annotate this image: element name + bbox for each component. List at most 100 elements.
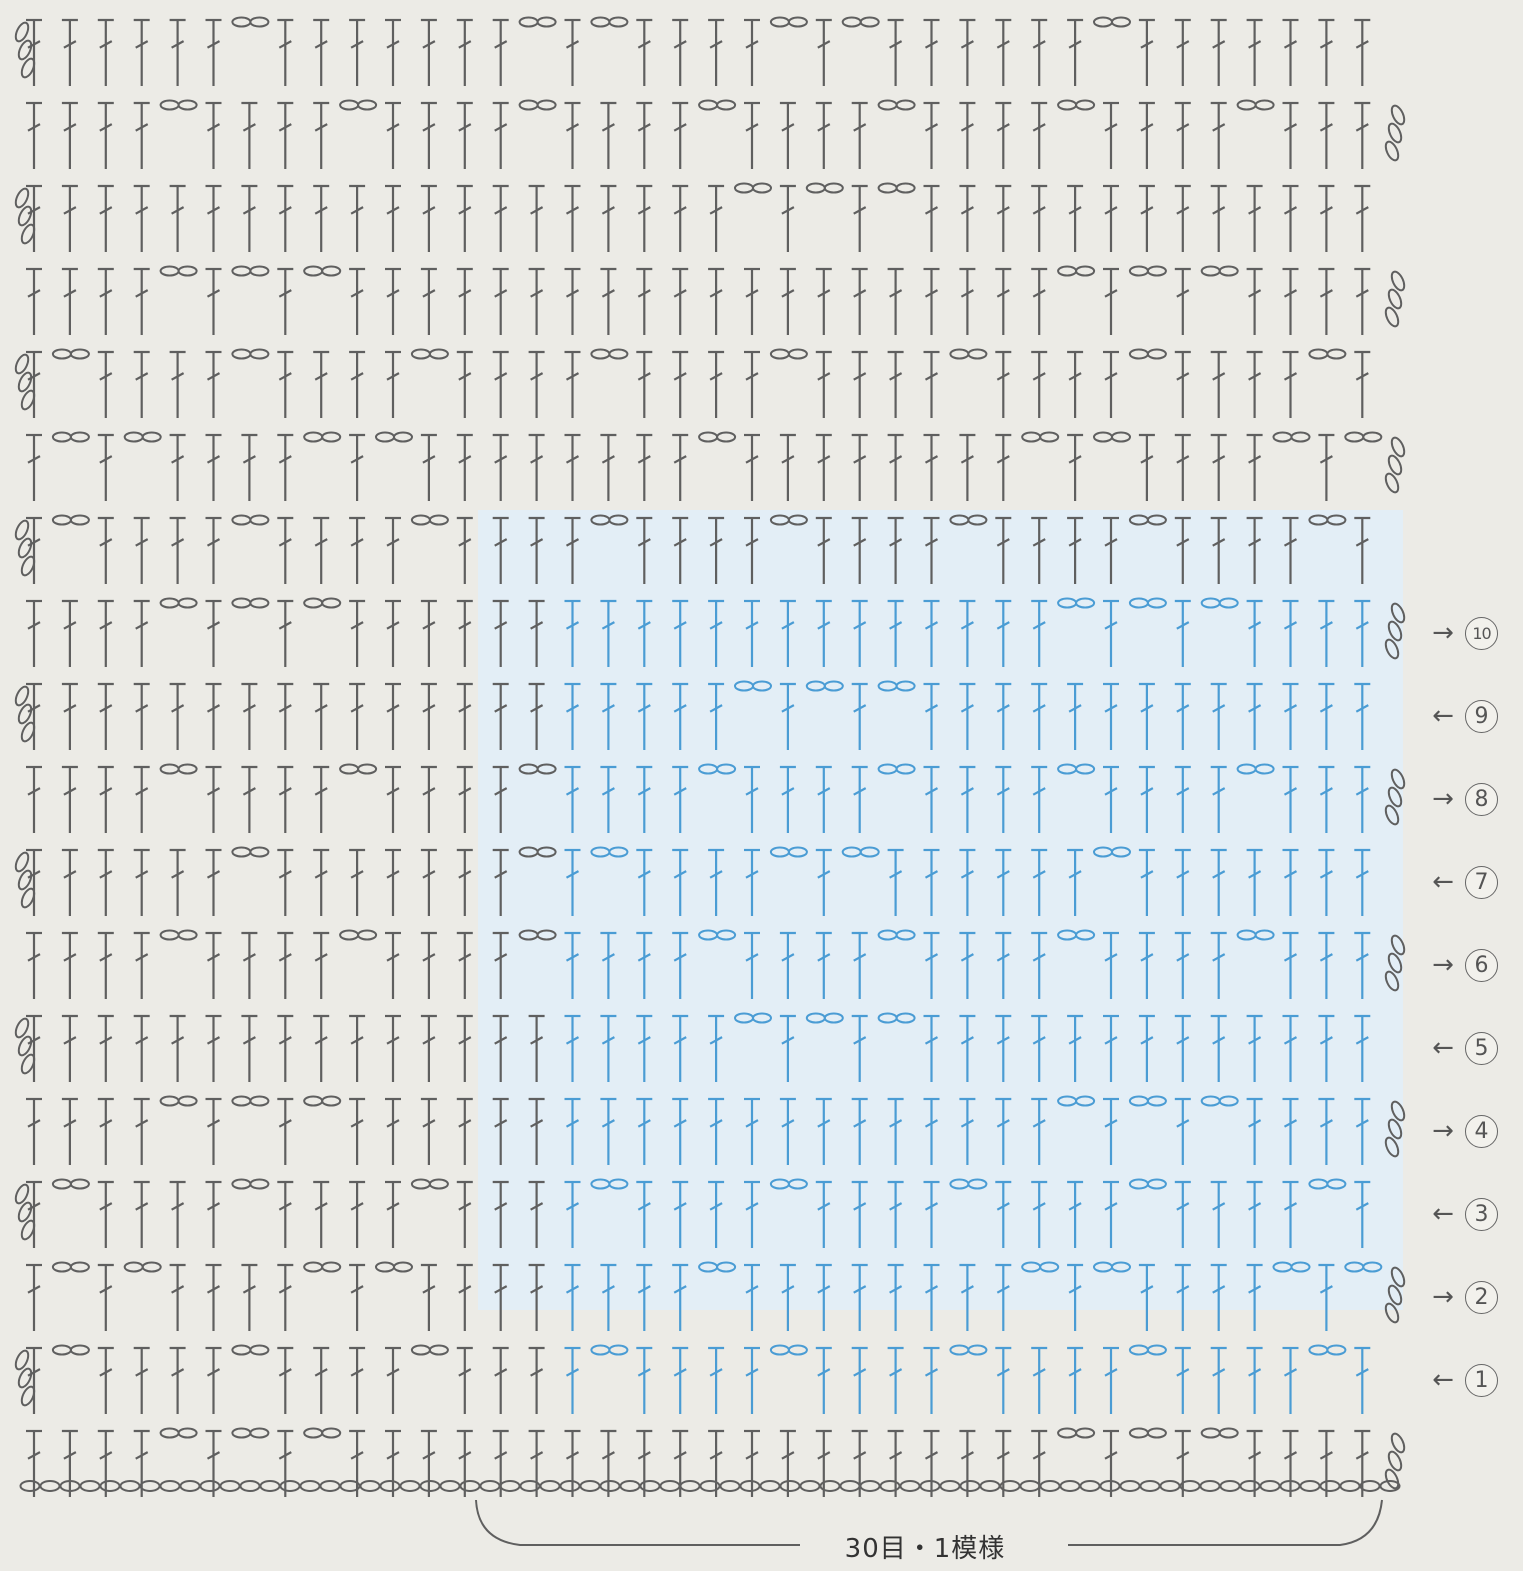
treble-stitch xyxy=(708,20,724,86)
treble-stitch xyxy=(995,352,1011,418)
treble-stitch xyxy=(134,1099,150,1165)
treble-stitch xyxy=(995,1431,1011,1497)
foundation-chain-link xyxy=(81,1481,100,1491)
treble-stitch xyxy=(62,1016,78,1082)
treble-stitch xyxy=(1354,352,1370,418)
foundation-chain-link xyxy=(181,1481,200,1491)
chain-space xyxy=(304,1429,340,1438)
treble-stitch xyxy=(98,435,114,501)
treble-stitch xyxy=(1354,186,1370,252)
treble-stitch xyxy=(924,1348,940,1414)
treble-stitch xyxy=(277,850,293,916)
treble-stitch xyxy=(134,186,150,252)
foundation-chain-link xyxy=(281,1481,300,1491)
bracket-right xyxy=(1068,1500,1382,1545)
treble-stitch xyxy=(529,1348,545,1414)
foundation-chain-link xyxy=(241,1481,260,1491)
treble-stitch xyxy=(313,352,329,418)
chain-space xyxy=(340,101,376,110)
foundation-chain-link xyxy=(161,1481,180,1491)
treble-stitch xyxy=(26,269,42,335)
treble-stitch xyxy=(170,1265,186,1331)
treble-stitch xyxy=(636,186,652,252)
treble-stitch xyxy=(780,269,796,335)
foundation-chain-link xyxy=(581,1481,600,1491)
treble-stitch xyxy=(206,684,222,750)
treble-stitch xyxy=(672,1348,688,1414)
foundation-chain-link xyxy=(1321,1481,1340,1491)
treble-stitch xyxy=(529,186,545,252)
treble-stitch xyxy=(1211,1348,1227,1414)
treble-stitch xyxy=(780,1431,796,1497)
foundation-chain-link xyxy=(121,1481,140,1491)
chain-space xyxy=(520,101,556,110)
treble-stitch xyxy=(206,850,222,916)
foundation-chain xyxy=(21,1481,1400,1491)
treble-stitch xyxy=(134,1182,150,1248)
treble-stitch xyxy=(313,518,329,584)
treble-stitch xyxy=(206,767,222,833)
foundation-chain-link xyxy=(1041,1481,1060,1491)
treble-stitch xyxy=(170,518,186,584)
treble-stitch xyxy=(62,767,78,833)
treble-stitch xyxy=(62,269,78,335)
treble-stitch xyxy=(529,435,545,501)
chain-space xyxy=(304,1263,340,1272)
treble-stitch xyxy=(206,1348,222,1414)
treble-stitch xyxy=(1211,435,1227,501)
foundation-chain-link xyxy=(1021,1481,1040,1491)
treble-stitch xyxy=(1283,1348,1299,1414)
treble-stitch xyxy=(98,1016,114,1082)
treble-stitch xyxy=(349,850,365,916)
foundation-chain-link xyxy=(381,1481,400,1491)
row-label-3: ←3 xyxy=(1425,1194,1521,1234)
treble-stitch xyxy=(1247,20,1263,86)
treble-stitch xyxy=(349,684,365,750)
treble-stitch xyxy=(134,352,150,418)
chain-space xyxy=(412,516,448,525)
treble-stitch xyxy=(816,1348,832,1414)
foundation-chain-link xyxy=(1261,1481,1280,1491)
treble-stitch xyxy=(134,933,150,999)
treble-stitch xyxy=(206,352,222,418)
chain-space xyxy=(591,1346,627,1355)
treble-stitch xyxy=(995,103,1011,169)
treble-stitch xyxy=(349,352,365,418)
treble-stitch xyxy=(1318,269,1334,335)
treble-stitch xyxy=(457,1348,473,1414)
treble-stitch xyxy=(1211,20,1227,86)
treble-stitch xyxy=(636,20,652,86)
treble-stitch xyxy=(744,1431,760,1497)
treble-stitch xyxy=(134,269,150,335)
treble-stitch xyxy=(385,850,401,916)
treble-stitch xyxy=(170,1348,186,1414)
treble-stitch xyxy=(206,1182,222,1248)
treble-stitch xyxy=(1139,435,1155,501)
treble-stitch xyxy=(26,933,42,999)
treble-stitch xyxy=(672,352,688,418)
foundation-chain-link xyxy=(941,1481,960,1491)
row-label-7: ←7 xyxy=(1425,862,1521,902)
treble-stitch xyxy=(1247,269,1263,335)
treble-stitch xyxy=(134,103,150,169)
treble-stitch xyxy=(636,435,652,501)
treble-stitch xyxy=(98,1348,114,1414)
treble-stitch xyxy=(457,435,473,501)
chain-space xyxy=(340,931,376,940)
treble-stitch xyxy=(565,186,581,252)
treble-stitch xyxy=(349,435,365,501)
treble-stitch xyxy=(98,1099,114,1165)
treble-stitch xyxy=(26,1099,42,1165)
treble-stitch xyxy=(349,601,365,667)
foundation-chain-link xyxy=(461,1481,480,1491)
chain-space xyxy=(53,1263,89,1272)
row-label-1: ←1 xyxy=(1425,1360,1521,1400)
treble-stitch xyxy=(1031,269,1047,335)
stitch-row xyxy=(26,101,1407,170)
foundation-chain-link xyxy=(21,1481,40,1491)
chain-space xyxy=(161,1097,197,1106)
treble-stitch xyxy=(26,435,42,501)
treble-stitch xyxy=(708,186,724,252)
treble-stitch xyxy=(62,1431,78,1497)
foundation-chain-link xyxy=(441,1481,460,1491)
